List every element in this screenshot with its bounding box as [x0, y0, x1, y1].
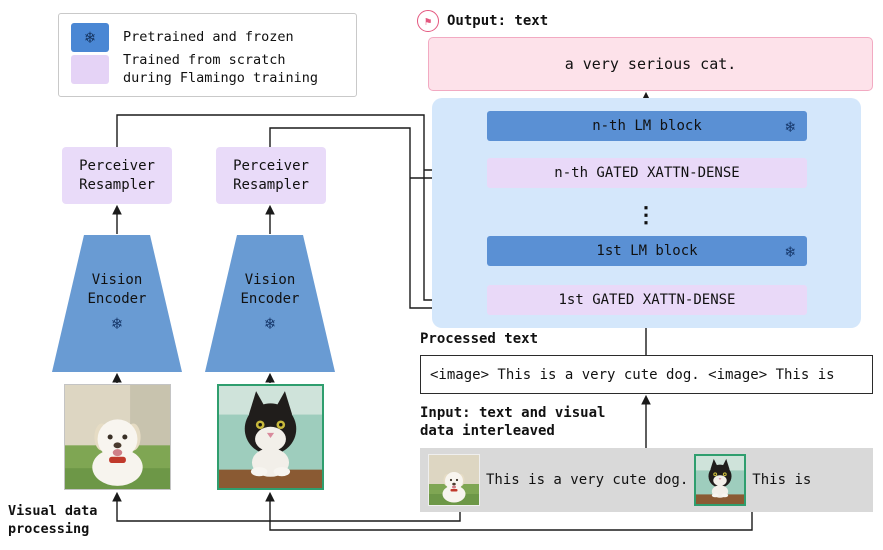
- output-text-box: a very serious cat.: [428, 37, 873, 91]
- output-label: Output: text: [447, 13, 549, 29]
- cat-photo: [217, 384, 324, 490]
- input-text-before: This is a very cute dog.: [486, 472, 689, 488]
- snowflake-icon: ❄: [264, 314, 276, 335]
- snowflake-icon: ❄: [111, 314, 123, 335]
- perceiver-resampler-2: Perceiver Resampler: [216, 147, 326, 204]
- output-flag-icon: ⚑: [417, 10, 439, 32]
- snowflake-icon: ❄: [785, 116, 795, 136]
- stack-ellipsis: ⋮: [635, 202, 657, 228]
- perceiver-resampler-1: Perceiver Resampler: [62, 147, 172, 204]
- legend: ❄ Pretrained and frozen Trained from scr…: [58, 13, 357, 97]
- snowflake-icon: ❄: [785, 241, 795, 261]
- visual-data-processing-label: Visual data processing: [8, 503, 98, 538]
- first-xattn-label: 1st GATED XATTN-DENSE: [558, 292, 736, 308]
- legend-row-trained: Trained from scratch during Flamingo tra…: [71, 52, 344, 87]
- snowflake-icon: ❄: [84, 27, 96, 48]
- nth-xattn-label: n-th GATED XATTN-DENSE: [554, 165, 740, 181]
- nth-gated-xattn-block: n-th GATED XATTN-DENSE: [487, 158, 807, 188]
- vision-encoder-2: Vision Encoder ❄: [205, 235, 335, 372]
- legend-row-frozen: ❄ Pretrained and frozen: [71, 23, 344, 52]
- output-text: a very serious cat.: [564, 55, 737, 73]
- first-lm-block: 1st LM block ❄: [487, 236, 807, 266]
- first-lm-label: 1st LM block: [596, 243, 698, 259]
- legend-frozen-label: Pretrained and frozen: [123, 28, 294, 45]
- frozen-swatch: ❄: [71, 23, 109, 52]
- cat-thumbnail: [694, 454, 747, 506]
- nth-lm-block: n-th LM block ❄: [487, 111, 807, 141]
- vision-encoder-label: Vision Encoder: [87, 271, 147, 307]
- input-interleaved-box: This is a very cute dog. This is: [420, 448, 873, 512]
- processed-text-label: Processed text: [420, 331, 539, 347]
- trained-swatch: [71, 55, 109, 85]
- dog-photo: [64, 384, 171, 490]
- output-label-row: ⚑ Output: text: [417, 10, 548, 32]
- legend-trained-label: Trained from scratch during Flamingo tra…: [123, 52, 319, 86]
- processed-text-box: <image> This is a very cute dog. <image>…: [420, 355, 873, 394]
- input-label: Input: text and visual data interleaved: [420, 405, 606, 440]
- processed-text-content: <image> This is a very cute dog. <image>…: [430, 366, 835, 383]
- first-gated-xattn-block: 1st GATED XATTN-DENSE: [487, 285, 807, 315]
- nth-lm-label: n-th LM block: [592, 118, 702, 134]
- dog-thumbnail: [428, 454, 480, 506]
- vision-encoder-label: Vision Encoder: [240, 271, 300, 307]
- vision-encoder-1: Vision Encoder ❄: [52, 235, 182, 372]
- input-text-after: This is: [752, 472, 812, 488]
